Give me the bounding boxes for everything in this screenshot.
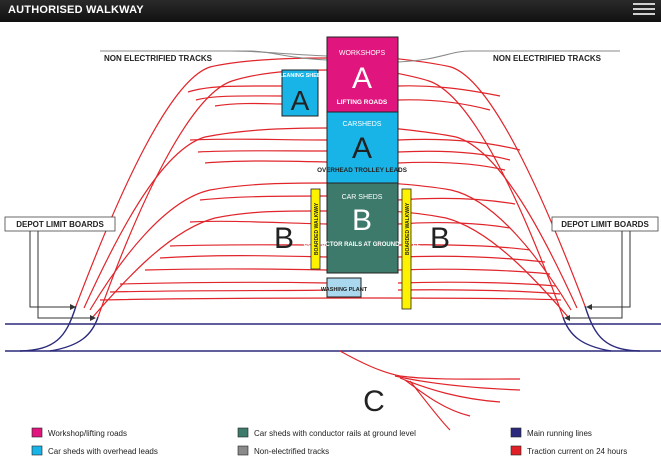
legend-item-main-lines: Main running lines xyxy=(510,427,592,438)
carsheds-top-label: CARSHEDS xyxy=(343,121,382,128)
electrified-tracks xyxy=(75,57,586,431)
carsheds-b-building: CAR SHEDS B CONDUCTOR RAILS AT GROUND LE… xyxy=(304,182,421,274)
title-bar: AUTHORISED WALKWAY xyxy=(0,0,661,22)
menu-icon[interactable] xyxy=(633,3,655,19)
carsheds-b-bottom-label: CONDUCTOR RAILS AT GROUND LEVEL xyxy=(304,242,421,248)
depot-limit-pointers xyxy=(29,228,631,319)
depot-limit-right: DEPOT LIMIT BOARDS xyxy=(551,216,659,232)
svg-text:Car sheds with overhead leads: Car sheds with overhead leads xyxy=(48,447,158,456)
svg-text:Main running lines: Main running lines xyxy=(527,429,592,438)
svg-text:BOARDED WALKWAY: BOARDED WALKWAY xyxy=(405,202,411,255)
main-line-curve-right-2 xyxy=(562,316,612,352)
svg-text:Non-electrified tracks: Non-electrified tracks xyxy=(254,447,329,456)
boarded-walkway-left: BOARDED WALKWAY xyxy=(310,188,321,270)
non-electrified-left-label: NON ELECTRIFIED TRACKS xyxy=(104,54,213,63)
legend-item-traction: Traction current on 24 hours xyxy=(510,445,627,456)
legend-item-workshop: Workshop/lifting roads xyxy=(31,427,127,438)
cleaning-sheds-label: CLEANING SHEDS xyxy=(275,73,325,79)
page-title: AUTHORISED WALKWAY xyxy=(8,4,144,16)
junction-c-label: C xyxy=(363,385,385,418)
legend-item-overhead: Car sheds with overhead leads xyxy=(31,445,158,456)
workshops-building: WORKSHOPS A LIFTING ROADS xyxy=(326,36,399,113)
washing-plant-building: WASHING PLANT xyxy=(321,277,368,298)
legend-item-non-electrified: Non-electrified tracks xyxy=(237,445,329,456)
washing-plant-label: WASHING PLANT xyxy=(321,287,368,293)
depot-limit-left-label: DEPOT LIMIT BOARDS xyxy=(16,220,104,229)
svg-text:Car sheds with conductor rails: Car sheds with conductor rails at ground… xyxy=(254,429,416,438)
non-electrified-right-label: NON ELECTRIFIED TRACKS xyxy=(493,54,602,63)
carsheds-bottom-label: OVERHEAD TROLLEY LEADS xyxy=(317,167,407,174)
workshops-top-label: WORKSHOPS xyxy=(339,50,386,57)
cleaning-sheds-building: CLEANING SHEDS A xyxy=(275,69,325,117)
boarded-walkway-right: BOARDED WALKWAY xyxy=(401,188,412,310)
side-b-right-label: B xyxy=(430,222,450,255)
svg-text:Workshop/lifting roads: Workshop/lifting roads xyxy=(48,429,127,438)
carsheds-b-letter: B xyxy=(352,204,372,237)
carsheds-b-top-label: CAR SHEDS xyxy=(342,194,383,201)
cleaning-sheds-letter: A xyxy=(291,85,310,116)
side-b-left-label: B xyxy=(274,222,294,255)
main-line-curve-right-1 xyxy=(584,305,641,352)
main-line-curve-left-1 xyxy=(19,305,77,352)
workshops-letter: A xyxy=(352,62,372,95)
depot-limit-right-label: DEPOT LIMIT BOARDS xyxy=(561,220,649,229)
carsheds-letter: A xyxy=(352,132,372,165)
main-line-curve-left-2 xyxy=(49,316,99,352)
svg-text:Traction current on 24 hours: Traction current on 24 hours xyxy=(527,447,627,456)
workshops-bottom-label: LIFTING ROADS xyxy=(337,99,388,106)
main-running-lines xyxy=(5,305,661,352)
svg-text:BOARDED WALKWAY: BOARDED WALKWAY xyxy=(314,202,320,255)
legend-item-conductor: Car sheds with conductor rails at ground… xyxy=(237,427,416,438)
non-electrified-tracks xyxy=(100,50,620,63)
carsheds-a-building: CARSHEDS A OVERHEAD TROLLEY LEADS xyxy=(317,111,407,184)
legend: Workshop/lifting roads Car sheds with co… xyxy=(31,427,627,456)
depot-limit-left: DEPOT LIMIT BOARDS xyxy=(4,216,116,232)
